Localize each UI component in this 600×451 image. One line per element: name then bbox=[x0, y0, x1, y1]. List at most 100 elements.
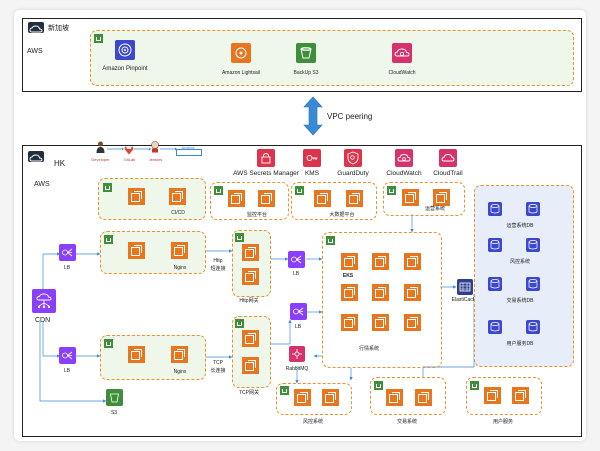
ec2-instance-icon bbox=[415, 389, 432, 406]
ec2-instance-icon bbox=[314, 190, 331, 207]
vpc-tag-icon bbox=[326, 236, 335, 245]
db-icon bbox=[526, 238, 540, 252]
vpc-tag-icon bbox=[235, 319, 244, 328]
group-label: 风控系统 bbox=[302, 419, 323, 425]
ec2-instance-icon bbox=[242, 244, 259, 261]
ec2-instance-icon bbox=[169, 188, 186, 205]
cdn-label: CDN bbox=[35, 317, 51, 324]
pinpoint-icon bbox=[115, 40, 135, 60]
ec2-instance-icon bbox=[341, 314, 358, 331]
vpc-tag-icon bbox=[94, 34, 103, 43]
cloudtrail-icon bbox=[439, 149, 457, 167]
ec2-instance-icon bbox=[372, 314, 389, 331]
node-label: LB bbox=[294, 324, 302, 330]
aws-label: AWS bbox=[27, 48, 43, 55]
ec2-instance-icon bbox=[341, 253, 358, 270]
group-label: 大数据平台 bbox=[329, 212, 355, 218]
node-label: ElastiCache bbox=[451, 297, 479, 303]
secrets-manager-icon bbox=[257, 149, 275, 167]
region-title: 新加坡 bbox=[48, 25, 69, 32]
connection-label: 长连接 bbox=[210, 368, 226, 374]
cloudwatch-icon bbox=[392, 43, 412, 63]
cloudwatch-icon bbox=[395, 149, 413, 167]
ec2-instance-icon bbox=[171, 346, 188, 363]
service-label: CloudWatch bbox=[386, 170, 422, 177]
group-bigdata bbox=[291, 182, 377, 220]
vpc-tag-icon bbox=[103, 183, 112, 192]
ec2-instance-icon bbox=[484, 387, 501, 404]
ec2-instance-icon bbox=[512, 387, 529, 404]
node-label: S3 bbox=[110, 410, 118, 416]
vpc-tag-icon bbox=[235, 233, 244, 242]
db-icon bbox=[488, 277, 502, 291]
rabbitmq-icon bbox=[289, 346, 305, 362]
vpc-tag-icon bbox=[295, 186, 304, 195]
node-label: RabbitMQ bbox=[285, 366, 309, 372]
db-icon bbox=[526, 320, 540, 334]
vpc-tag-icon bbox=[387, 186, 396, 195]
ec2-instance-icon bbox=[372, 284, 389, 301]
vpc-tag-icon bbox=[374, 381, 383, 390]
cloud-icon bbox=[28, 151, 44, 162]
group-label: EKS bbox=[342, 273, 354, 279]
group-label: 交易系统 bbox=[396, 419, 417, 425]
ansible-icon bbox=[176, 149, 202, 156]
kms-icon bbox=[303, 149, 321, 167]
group-ops bbox=[383, 182, 465, 216]
aws-label: AWS bbox=[34, 181, 50, 188]
ec2-instance-icon bbox=[242, 330, 259, 347]
connection-label: 短连接 bbox=[210, 266, 226, 272]
node-label: LB bbox=[63, 265, 71, 271]
developer-icon bbox=[96, 140, 105, 153]
group-tcp-gateway bbox=[232, 316, 271, 388]
group-label: 行情系统 bbox=[358, 346, 379, 352]
service-label: Amazon Lightsail bbox=[221, 70, 261, 76]
service-label: CloudWatch bbox=[388, 70, 416, 76]
pipeline-label: Ansible bbox=[181, 145, 195, 150]
db-label: 风控系统 bbox=[509, 259, 530, 265]
group-nginx-tcp bbox=[100, 335, 206, 380]
group-nginx-http bbox=[100, 231, 206, 274]
service-label: BackUp S3 bbox=[293, 70, 319, 76]
vpc-tag-icon bbox=[104, 235, 113, 244]
node-label: LB bbox=[63, 368, 71, 374]
ec2-instance-icon bbox=[322, 389, 339, 406]
connection-label: Http bbox=[213, 258, 223, 264]
node-label: Nginx bbox=[173, 369, 187, 375]
service-label: AWS Secrets Manager bbox=[233, 170, 299, 177]
node-label: Nginx bbox=[173, 265, 187, 271]
pipeline-label: GitLab bbox=[123, 157, 136, 162]
peering-label: VPC peering bbox=[327, 112, 373, 121]
group-risk bbox=[276, 383, 352, 415]
s3-icon bbox=[106, 389, 123, 406]
connection-label: TCP bbox=[213, 360, 223, 366]
load-balancer-icon bbox=[290, 303, 307, 320]
ec2-instance-icon bbox=[228, 190, 245, 207]
db-label: 交易系统DB bbox=[506, 298, 534, 304]
group-user bbox=[466, 377, 542, 415]
jenkins-icon bbox=[150, 140, 160, 153]
group-label: Http网关 bbox=[239, 298, 259, 304]
peering-arrow bbox=[303, 96, 323, 136]
ec2-instance-icon bbox=[404, 314, 421, 331]
ec2-instance-icon bbox=[346, 190, 363, 207]
db-icon bbox=[488, 202, 502, 216]
ec2-instance-icon bbox=[128, 346, 145, 363]
group-trade bbox=[370, 377, 446, 415]
ec2-instance-icon bbox=[341, 284, 358, 301]
guardduty-icon bbox=[344, 149, 362, 167]
gitlab-icon bbox=[124, 142, 134, 160]
service-label: KMS bbox=[304, 170, 320, 177]
ec2-instance-icon bbox=[433, 189, 450, 206]
node-label: LB bbox=[292, 271, 300, 277]
group-label: 运营系统 bbox=[424, 206, 445, 212]
ec2-instance-icon bbox=[402, 189, 419, 206]
vpc-tag-icon bbox=[470, 381, 479, 390]
group-cicd bbox=[98, 178, 206, 220]
vpc-tag-icon bbox=[280, 386, 289, 395]
pipeline-arrows bbox=[107, 147, 177, 151]
vpc-tag-icon bbox=[214, 186, 223, 195]
db-icon bbox=[526, 202, 540, 216]
service-label: GuardDuty bbox=[337, 170, 369, 177]
group-label: 监控平台 bbox=[246, 212, 267, 218]
